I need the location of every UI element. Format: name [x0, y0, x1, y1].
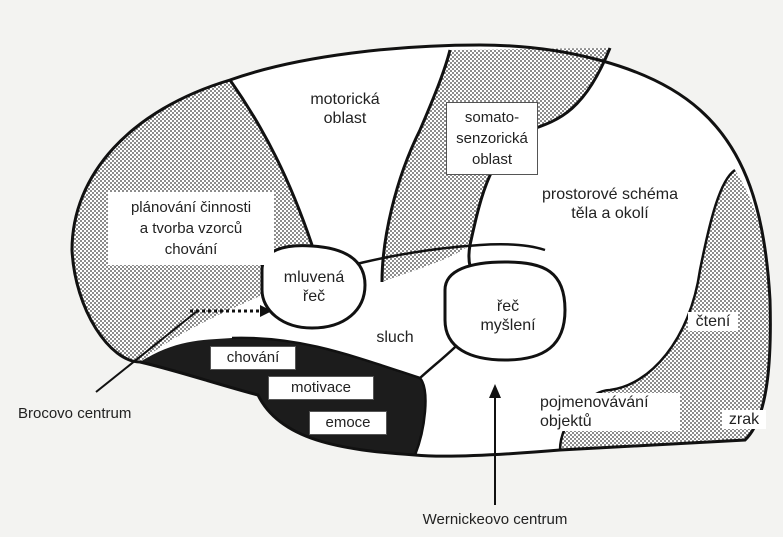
label-naming-line1: pojmenovávání	[540, 393, 680, 412]
label-speech-thinking-line1: řeč	[468, 297, 548, 316]
label-planning-line2: a tvorba vzorců	[111, 218, 271, 239]
label-body-schema-line1: prostorové schéma	[525, 185, 695, 204]
label-motor-area: motorická oblast	[290, 90, 400, 128]
label-planning-line3: chování	[111, 239, 271, 260]
label-naming-line2: objektů	[540, 412, 680, 431]
label-somatosensory-area: somato- senzorická oblast	[446, 102, 538, 175]
label-somato-line2: senzorická	[449, 128, 535, 149]
label-planning-line1: plánování činnosti	[111, 197, 271, 218]
label-body-schema: prostorové schéma těla a okolí	[525, 185, 695, 223]
label-planning-area: plánování činnosti a tvorba vzorců chová…	[108, 192, 274, 265]
label-wernicke-center: Wernickeovo centrum	[405, 510, 585, 529]
label-speech-thinking-line2: myšlení	[468, 316, 548, 335]
label-vision: zrak	[722, 410, 766, 429]
label-spoken-speech: mluvená řeč	[270, 268, 358, 306]
label-naming: pojmenovávání objektů	[540, 393, 680, 431]
label-spoken-line2: řeč	[270, 287, 358, 306]
label-somato-line1: somato-	[449, 107, 535, 128]
label-spoken-line1: mluvená	[270, 268, 358, 287]
label-hearing: sluch	[365, 328, 425, 347]
label-speech-thinking: řeč myšlení	[468, 297, 548, 335]
label-broca-center: Brocovo centrum	[18, 404, 168, 423]
label-reading: čtení	[688, 312, 738, 331]
label-motor-line1: motorická	[290, 90, 400, 109]
label-motor-line2: oblast	[290, 109, 400, 128]
label-motivation: motivace	[268, 376, 374, 400]
label-body-schema-line2: těla a okolí	[525, 204, 695, 223]
label-behavior: chování	[210, 346, 296, 370]
label-emotion: emoce	[309, 411, 387, 435]
label-somato-line3: oblast	[449, 149, 535, 170]
